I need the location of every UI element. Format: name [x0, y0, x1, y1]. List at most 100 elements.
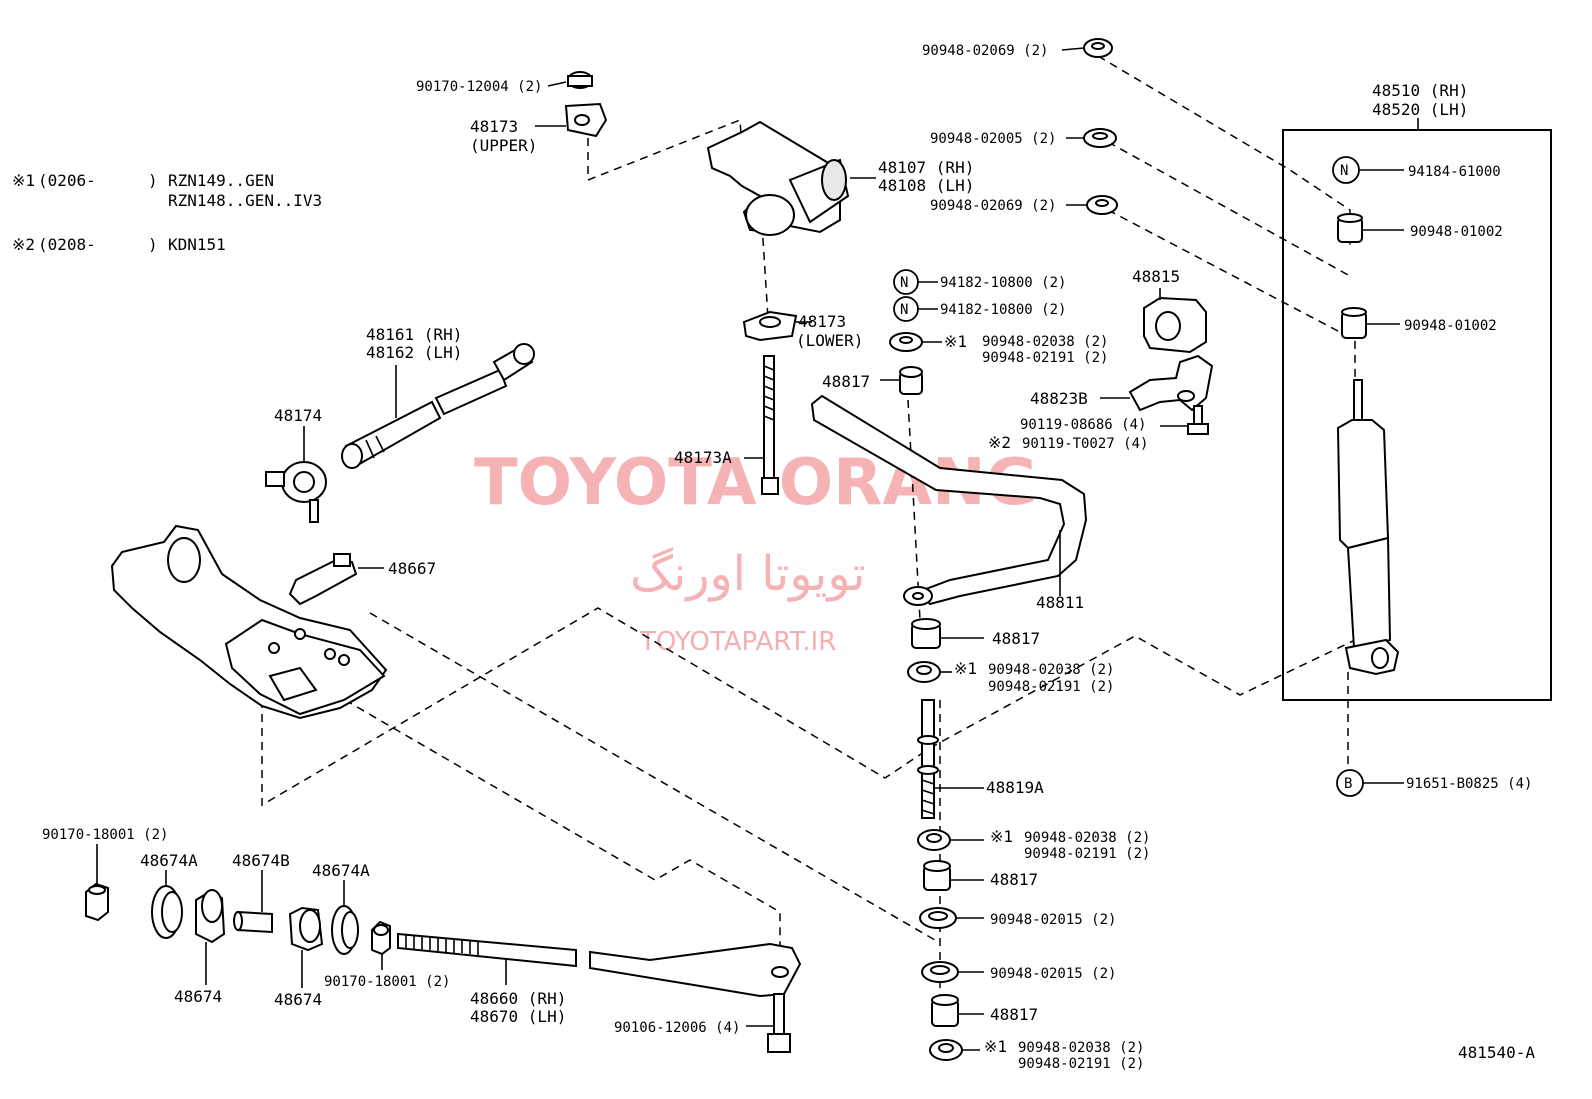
part-48815-bushing[interactable]: [1143, 288, 1207, 354]
label-48817-b: 48817: [992, 629, 1040, 648]
part-48674-b[interactable]: [288, 906, 324, 988]
label-48173-upper: 48173: [470, 117, 518, 136]
label-48811: 48811: [1036, 593, 1084, 612]
label-90948-02038-b: 90948-02038 (2): [988, 662, 1114, 678]
part-90948-02038-c[interactable]: [917, 829, 984, 851]
note2-range: (0208-: [38, 235, 96, 254]
label-48667: 48667: [388, 559, 436, 578]
label-90948-02038-d: 90948-02038 (2): [1018, 1040, 1144, 1056]
shock-absorber-box[interactable]: N B: [1282, 118, 1552, 797]
part-48817-a[interactable]: [880, 366, 923, 395]
label-94182-10800-a: 94182-10800 (2): [940, 275, 1066, 291]
label-94182-10800-b: 94182-10800 (2): [940, 302, 1066, 318]
label-90948-02015-a: 90948-02015 (2): [990, 912, 1116, 928]
part-48817-b[interactable]: [911, 618, 984, 649]
label-48674A-b: 48674A: [312, 861, 370, 880]
label-90948-02005: 90948-02005 (2): [930, 131, 1056, 147]
label-48674A-a: 48674A: [140, 851, 198, 870]
label-48819A: 48819A: [986, 778, 1044, 797]
n-mark-c: N: [1340, 163, 1348, 179]
label-90119-T0027: 90119-T0027 (4): [1022, 436, 1148, 452]
label-48173-lower-sub: (LOWER): [796, 331, 863, 350]
part-94182-10800-a[interactable]: N: [893, 269, 938, 295]
part-48817-c[interactable]: [923, 860, 984, 891]
label-48815: 48815: [1132, 267, 1180, 286]
label-90170-18001-a: 90170-18001 (2): [42, 827, 168, 843]
part-90170-18001-nut-b[interactable]: [371, 920, 391, 970]
label-48107: 48107 (RH): [878, 158, 974, 177]
note2-line1: KDN151: [168, 235, 226, 254]
label-48162: 48162 (LH): [366, 343, 462, 362]
label-48674-a: 48674: [174, 987, 222, 1006]
mark1-a: ※1: [944, 332, 967, 351]
part-90948-02038-a[interactable]: [889, 332, 942, 352]
label-48817-c: 48817: [990, 870, 1038, 889]
part-90948-02038-d[interactable]: [929, 1039, 980, 1061]
label-90106-12006: 90106-12006 (4): [614, 1020, 740, 1036]
label-48823B: 48823B: [1030, 389, 1088, 408]
part-48161-torsion-shaft[interactable]: [341, 343, 535, 469]
part-frame-crossmember[interactable]: [110, 524, 388, 720]
note1-mark: ※1: [12, 171, 35, 190]
part-48674B-sleeve[interactable]: [233, 870, 273, 934]
label-48674-b: 48674: [274, 990, 322, 1009]
part-90948-02038-b[interactable]: [907, 661, 952, 683]
part-48823B-bracket[interactable]: [1100, 354, 1214, 412]
watermark-site: TOYOTAPART.IR: [639, 627, 836, 657]
part-48811-stabilizer-bar[interactable]: [810, 394, 1088, 606]
part-48674-a[interactable]: [195, 889, 226, 985]
label-48510: 48510 (RH): [1372, 81, 1468, 100]
note1-line1: RZN149..GEN: [168, 171, 274, 190]
part-48817-d[interactable]: [931, 994, 984, 1027]
label-90948-02191-b: 90948-02191 (2): [988, 679, 1114, 695]
label-91651-B0825: 91651-B0825 (4): [1406, 776, 1532, 792]
part-90948-02069-mid[interactable]: [1066, 195, 1118, 215]
part-90170-12004[interactable]: [547, 71, 593, 89]
part-48667-link[interactable]: [288, 553, 384, 606]
label-48108: 48108 (LH): [878, 176, 974, 195]
label-48161: 48161 (RH): [366, 325, 462, 344]
label-90948-02191-d: 90948-02191 (2): [1018, 1056, 1144, 1072]
part-48174-anchor[interactable]: [265, 426, 327, 523]
note1-range: (0206-: [38, 171, 96, 190]
part-48819A-stud[interactable]: [917, 699, 984, 819]
part-90170-18001-nut-a[interactable]: [85, 844, 109, 922]
illustration-id: 481540-A: [1458, 1043, 1535, 1062]
part-90119-bolt[interactable]: [1160, 405, 1209, 435]
label-48520: 48520 (LH): [1372, 100, 1468, 119]
b-mark: B: [1344, 776, 1352, 792]
note1-close: ): [148, 171, 158, 190]
part-48173A-bolt[interactable]: [744, 355, 779, 495]
label-90948-02191-c: 90948-02191 (2): [1024, 846, 1150, 862]
part-90948-02069-top[interactable]: [1061, 38, 1113, 58]
label-48174: 48174: [274, 406, 322, 425]
label-90948-02038-c: 90948-02038 (2): [1024, 830, 1150, 846]
part-48674A-a[interactable]: [151, 870, 183, 939]
n-mark-b: N: [900, 302, 908, 318]
label-90948-02038-a: 90948-02038 (2): [982, 334, 1108, 350]
part-90948-02005[interactable]: [1066, 128, 1117, 148]
part-48674A-b[interactable]: [331, 880, 359, 955]
part-90948-02015-b[interactable]: [921, 961, 984, 983]
label-48173-lower: 48173: [798, 312, 846, 331]
part-90948-02015-a[interactable]: [919, 907, 984, 929]
note1-line2: RZN148..GEN..IV3: [168, 191, 322, 210]
label-48660: 48660 (RH): [470, 989, 566, 1008]
part-48107-bracket[interactable]: [706, 120, 876, 236]
label-94184-61000: 94184-61000: [1408, 164, 1501, 180]
label-90119-08686: 90119-08686 (4): [1020, 417, 1146, 433]
label-48173A: 48173A: [674, 448, 732, 467]
part-48173-upper[interactable]: [535, 102, 608, 138]
note2-close: ): [148, 235, 158, 254]
part-48660-strut-rod[interactable]: [397, 932, 802, 998]
label-90948-02191-a: 90948-02191 (2): [982, 350, 1108, 366]
label-90948-02069-top: 90948-02069 (2): [922, 43, 1048, 59]
applicability-notes: ※1 (0206- ) RZN149..GEN RZN148..GEN..IV3…: [12, 171, 322, 254]
label-90948-01002-b: 90948-01002: [1404, 318, 1497, 334]
part-90106-12006-bolt[interactable]: [746, 993, 791, 1053]
part-94182-10800-b[interactable]: N: [893, 296, 938, 322]
label-48817-a: 48817: [822, 372, 870, 391]
part-48173-lower[interactable]: [742, 310, 812, 342]
mark1-c: ※1: [990, 827, 1013, 846]
